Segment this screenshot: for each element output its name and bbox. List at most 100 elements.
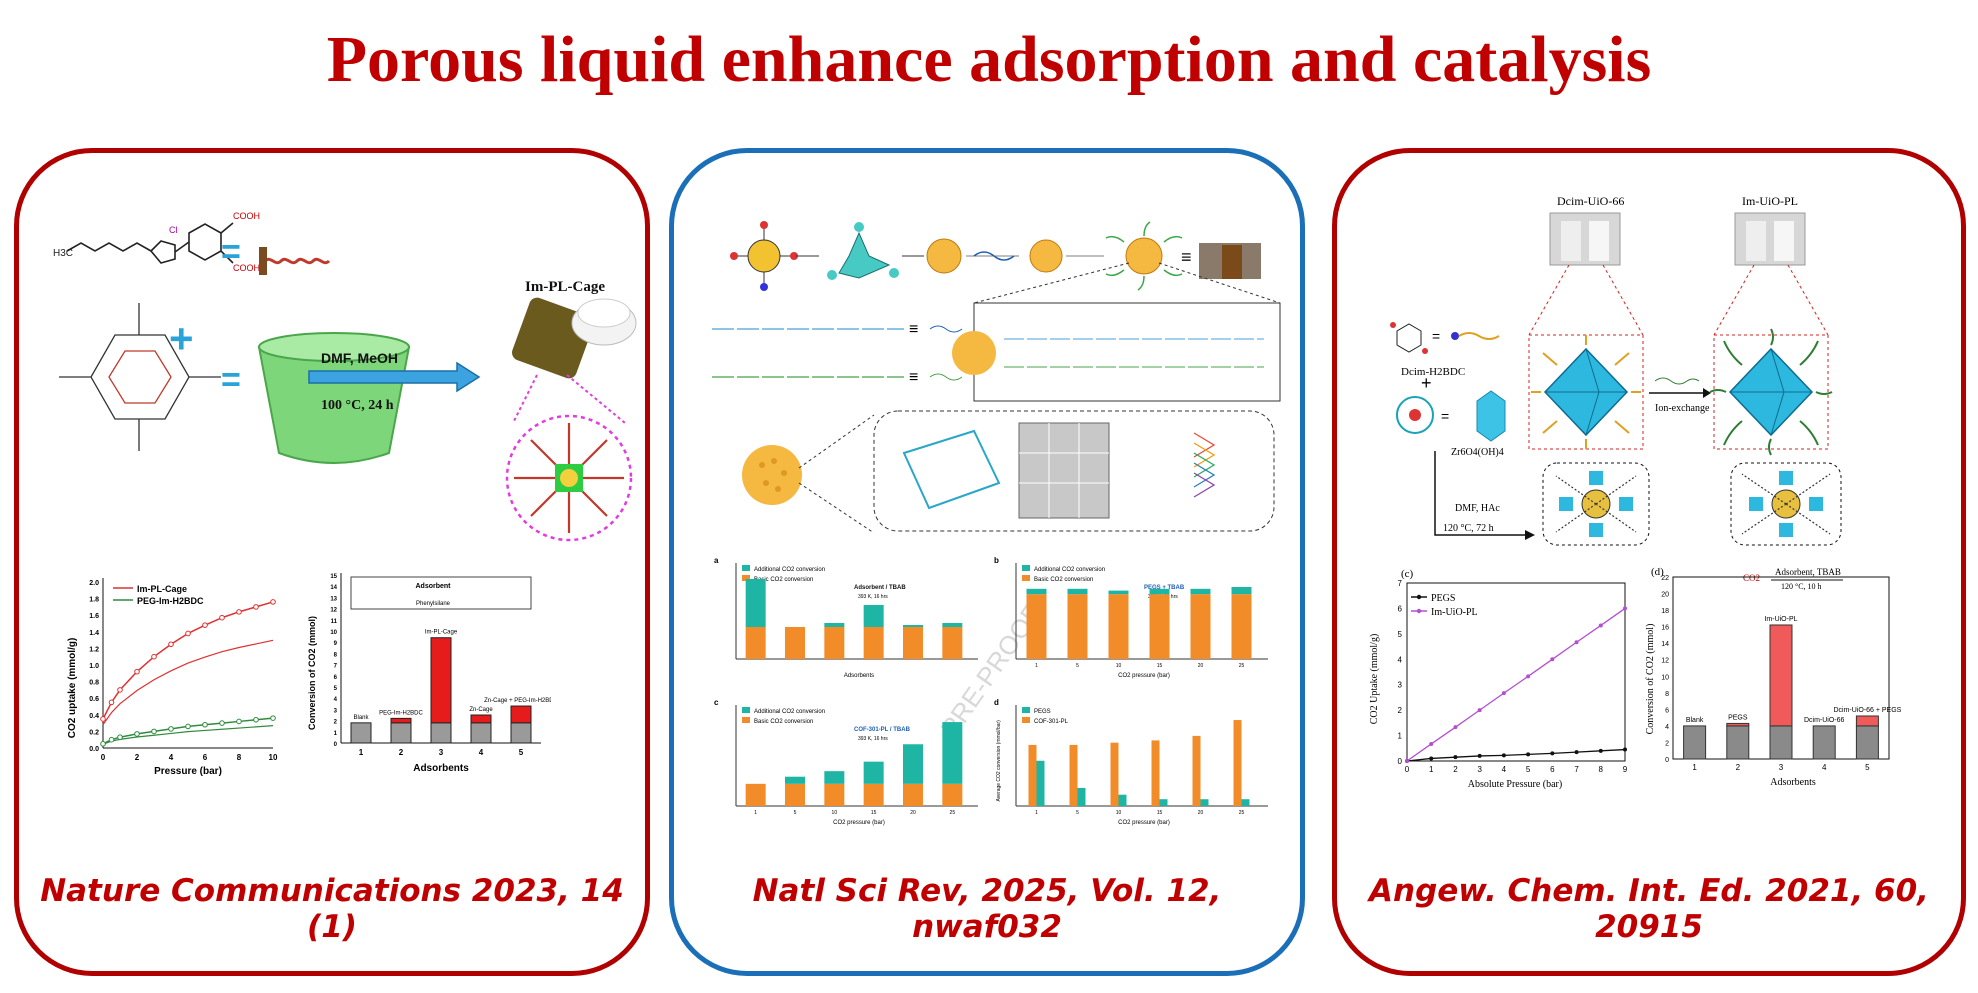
chart-conv-ylabel: Conversion of CO2 (mmol)	[307, 616, 317, 730]
citation-natl-sci-rev[interactable]: Natl Sci Rev, 2025, Vol. 12, nwaf032	[752, 873, 1222, 945]
xtick-label: 4	[169, 753, 174, 762]
ytick-label: 6	[1665, 707, 1669, 714]
octahedron-edges-a	[1545, 348, 1627, 436]
cage-cavity	[560, 469, 578, 487]
data-point	[1453, 755, 1458, 760]
legend-swatch-b	[742, 717, 750, 723]
data-point	[1598, 748, 1603, 753]
bar-additional	[1026, 588, 1047, 595]
data-point	[1574, 750, 1579, 755]
ytick-label: 18	[1661, 608, 1669, 615]
chart-letter: b	[994, 556, 999, 565]
bar-basic	[1108, 594, 1129, 659]
zoom-line-left	[512, 374, 538, 424]
panel-nature-communications: H3C COOH COOH Cl = + = DMF, MeOH 100 °C,…	[14, 148, 650, 976]
data-point	[1574, 640, 1579, 645]
bar-additional	[903, 625, 923, 627]
ytick-label: 2	[334, 720, 338, 726]
ytick-label: 4	[334, 697, 338, 703]
product-vial-photo	[512, 297, 637, 379]
exchange-chain	[1654, 377, 1700, 385]
ytick-label: 10	[330, 630, 337, 636]
legend-im-pl-cage: Im-PL-Cage	[137, 584, 187, 594]
panel-angew-chem: Dcim-UiO-66 Im-UiO-PL = Dcim-H2BDC + = Z…	[1332, 148, 1966, 976]
data-point	[117, 687, 123, 693]
xtick-label: 8	[237, 753, 242, 762]
bar-additional	[824, 623, 845, 627]
legend-pegs: PEGS	[1431, 593, 1455, 604]
data-point	[117, 734, 123, 741]
ytick-label: 0.4	[89, 713, 99, 720]
chart-d-cond2: 120 °C, 10 h	[1781, 582, 1822, 591]
bar-basic	[1026, 594, 1047, 659]
cluster-label: Zr6O4(OH)4	[1451, 447, 1504, 458]
bar-basic	[1726, 725, 1750, 760]
data-point	[219, 614, 225, 621]
chart-condition: PEGS + TBAB	[1144, 585, 1185, 591]
methyl-label: H3C	[53, 248, 73, 259]
xtick-label: 0	[1405, 765, 1410, 774]
linker-cartoon-head	[1451, 332, 1459, 340]
bar-additional	[903, 744, 923, 784]
chart-co2-uptake-cage: CO2 uptake (mmol/g) Pressure (bar) Im-PL…	[67, 578, 278, 777]
chart-d-ylabel: Conversion of CO2 (mmol)	[1645, 624, 1656, 735]
bar-additional	[1067, 588, 1088, 595]
cluster-cartoon	[1476, 390, 1506, 442]
cof-framework-c	[1193, 432, 1216, 498]
xtick-label: 1	[1035, 810, 1038, 816]
bar-basic	[1231, 594, 1252, 659]
ytick-label: 5	[334, 686, 338, 692]
ytick-label: 13	[330, 596, 337, 602]
reaction-adsorbent: Adsorbent	[416, 583, 452, 590]
data-point	[1598, 623, 1603, 628]
ytick-label: 8	[1665, 691, 1669, 698]
cof-framework-a	[902, 429, 1001, 510]
zoom-line-a	[973, 262, 1130, 304]
synthesis-conditions-bottom: 120 °C, 72 h	[1443, 523, 1494, 534]
ytick-label: 0	[1398, 757, 1403, 766]
reaction-scheme-box	[350, 576, 532, 610]
xtick-label: 25	[1239, 663, 1245, 669]
legend-swatch-a	[1022, 565, 1030, 571]
legend-b: Basic CO2 conversion	[1034, 577, 1093, 583]
detail-arms	[1555, 473, 1831, 535]
data-point	[134, 668, 140, 675]
xtick-label: 4	[479, 748, 484, 757]
bar-basic	[510, 722, 532, 744]
xtick-label: 5	[1076, 663, 1079, 669]
ytick-label: 4	[1665, 724, 1669, 731]
xtick-label: 5	[1076, 810, 1079, 816]
ytick-label: 10	[1661, 674, 1669, 681]
xtick-label: 10	[1116, 810, 1122, 816]
ytick-label: 2	[1665, 740, 1669, 747]
citation-nature-communications[interactable]: Nature Communications 2023, 14 (1)	[40, 873, 624, 945]
zoom-line-pl-b	[1787, 264, 1829, 336]
citation-angew-chem[interactable]: Angew. Chem. Int. Ed. 2021, 60, 20915	[1369, 873, 1929, 945]
data-point	[236, 609, 242, 615]
ytick-label: 3	[334, 708, 338, 714]
xtick-label: 10	[832, 810, 838, 816]
data-point	[151, 728, 157, 735]
xtick-label: 7	[1574, 765, 1579, 774]
xtick-label: 8	[1599, 765, 1604, 774]
cage-structure	[59, 303, 221, 451]
octahedron-short-ligands	[1531, 335, 1641, 449]
xtick-label: 2	[135, 753, 140, 762]
series-line-1	[102, 717, 274, 745]
bar-label: Dcim-UiO-66	[1804, 717, 1845, 724]
zr-cluster	[1396, 396, 1434, 434]
data-point	[1623, 606, 1627, 611]
data-point	[253, 604, 259, 610]
octahedron-long-chains	[1709, 328, 1833, 456]
xtick-label: 20	[910, 810, 916, 816]
chart-condition: Adsorbent / TBAB	[854, 585, 906, 591]
conditions-top: DMF, MeOH	[321, 350, 398, 366]
bar-basic	[863, 627, 884, 659]
ytick-label: 0.6	[89, 696, 99, 703]
ytick-label: 5	[1398, 630, 1403, 639]
vial-b	[1589, 221, 1609, 261]
bar-additional	[510, 705, 532, 724]
xtick-label: 9	[1623, 765, 1628, 774]
xtick-label: 15	[871, 810, 877, 816]
panel1-scheme: H3C COOH COOH Cl = + = DMF, MeOH 100 °C,…	[53, 211, 637, 542]
